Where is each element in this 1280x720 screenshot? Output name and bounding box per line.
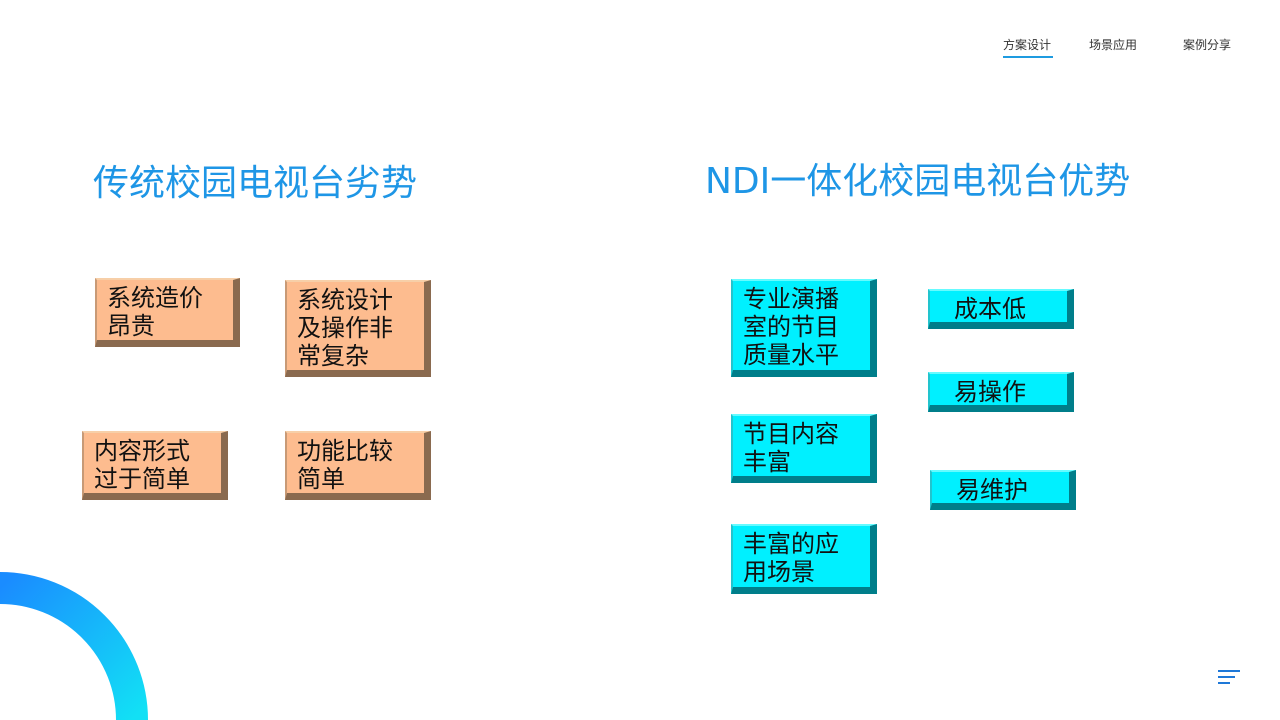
advantage-box-quality: 专业演播室的节目质量水平 xyxy=(731,279,877,377)
advantage-box-scenarios: 丰富的应用场景 xyxy=(731,524,877,594)
disadvantage-box-complexity: 系统设计及操作非常复杂 xyxy=(285,280,431,377)
nav-tab-scheme-design[interactable]: 方案设计 xyxy=(1003,36,1053,60)
left-heading: 传统校园电视台劣势 xyxy=(93,163,418,204)
advantage-box-rich-content: 节目内容丰富 xyxy=(731,414,877,483)
disadvantage-box-content: 内容形式过于简单 xyxy=(82,431,228,500)
decorative-arc xyxy=(0,572,148,720)
advantage-box-low-cost: 成本低 xyxy=(928,289,1074,329)
advantage-box-easy-operation: 易操作 xyxy=(928,372,1074,412)
advantage-box-easy-maintenance: 易维护 xyxy=(930,470,1076,510)
nav-tab-scene-application[interactable]: 场景应用 xyxy=(1089,38,1138,52)
disadvantage-box-function: 功能比较简单 xyxy=(285,431,431,500)
right-heading: NDI一体化校园电视台优势 xyxy=(705,161,1131,202)
menu-icon[interactable] xyxy=(1216,668,1242,688)
nav-tab-case-sharing[interactable]: 案例分享 xyxy=(1183,38,1232,52)
disadvantage-box-cost: 系统造价昂贵 xyxy=(95,278,240,347)
